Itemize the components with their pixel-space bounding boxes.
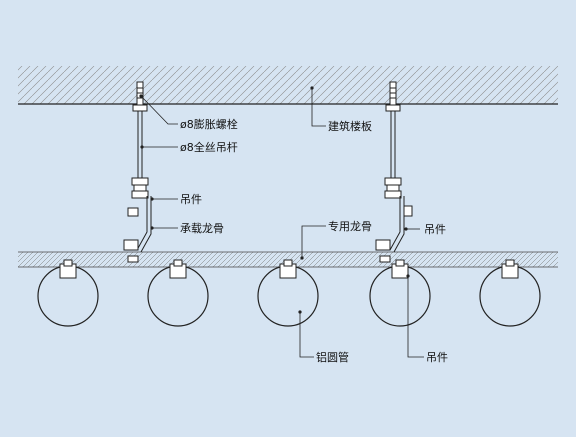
label-main-keel: 承载龙骨: [180, 222, 224, 235]
label-special-keel: 专用龙骨: [328, 219, 372, 233]
aluminum-tube: [369, 259, 431, 327]
aluminum-tube: [37, 259, 99, 327]
leader-aluminum-tube: [299, 312, 314, 358]
label-floor-slab: 建筑楼板: [328, 119, 372, 133]
left-hanger: [123, 177, 152, 263]
leader-expansion-bolt: [140, 95, 178, 125]
left-expansion-bolt: [132, 81, 148, 112]
right-expansion-bolt: [385, 81, 401, 112]
floor-slab: [18, 66, 558, 105]
leader-floor-slab: [311, 88, 326, 127]
aluminum-tube: [257, 259, 319, 327]
leader-dots: [139, 86, 410, 314]
right-hanger-assembly: [375, 81, 413, 263]
aluminum-tubes: [37, 259, 541, 327]
right-threaded-rod: [390, 111, 396, 180]
left-hanger-assembly: [123, 81, 152, 263]
leader-special-keel: [301, 225, 326, 258]
right-hanger: [375, 177, 413, 263]
label-hanger-right: 吊件: [424, 223, 446, 236]
label-hanger-bottom: 吊件: [426, 351, 448, 364]
label-hanger-left: 吊件: [180, 193, 202, 206]
left-threaded-rod: [137, 111, 143, 180]
label-threaded-rod: ø8全丝吊杆: [180, 140, 238, 154]
label-aluminum-tube: 铝圆管: [316, 350, 349, 364]
leader-hanger-bottom: [407, 276, 424, 358]
leader-lines: [140, 88, 424, 358]
label-expansion-bolt: ø8膨胀螺栓: [180, 117, 238, 131]
aluminum-tube: [147, 259, 209, 327]
aluminum-tube: [479, 259, 541, 327]
